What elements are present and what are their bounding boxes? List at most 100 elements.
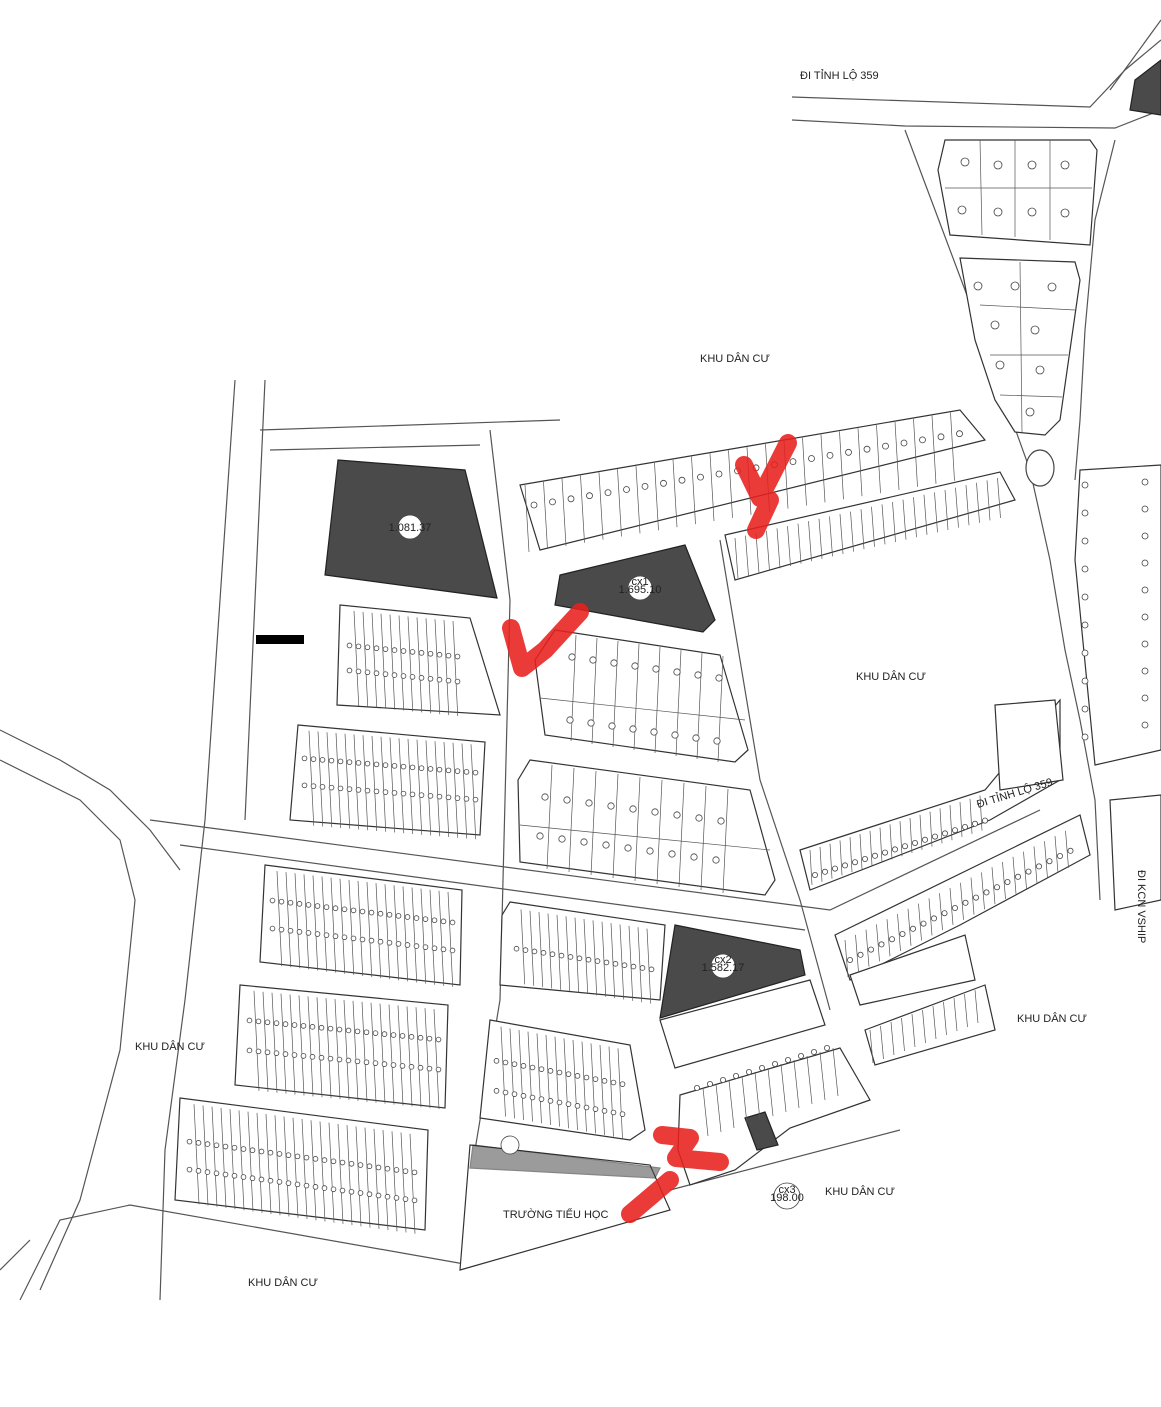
school-marker xyxy=(500,1135,520,1155)
lot-divider xyxy=(857,428,863,497)
lot-divider xyxy=(319,1121,326,1222)
lot-divider xyxy=(610,923,616,999)
tree-dot xyxy=(246,1047,253,1054)
tree-dot xyxy=(359,908,366,915)
tree-dot xyxy=(319,784,326,790)
tree-dot xyxy=(186,1138,193,1145)
lot-divider xyxy=(974,989,979,1024)
tree-dot xyxy=(339,1159,346,1166)
lot-divider xyxy=(434,741,441,837)
tree-dot xyxy=(427,675,434,682)
tree-dot xyxy=(399,1063,406,1069)
tree-dot xyxy=(772,1061,779,1068)
tree-dot xyxy=(868,946,875,953)
tree-dot xyxy=(558,835,566,843)
lot-divider xyxy=(590,1043,596,1134)
tree-dot xyxy=(393,1167,400,1173)
lot-divider xyxy=(809,849,813,886)
tree-dot xyxy=(278,898,285,905)
tree-dot xyxy=(556,1099,563,1106)
tree-dot xyxy=(377,938,384,945)
lot-divider xyxy=(617,469,622,537)
lot-divider xyxy=(890,1021,895,1056)
lot-divider xyxy=(271,992,278,1093)
lot-divider xyxy=(325,998,332,1099)
tree-dot xyxy=(404,914,411,920)
tree-dot xyxy=(1030,325,1040,335)
tree-dot xyxy=(529,1064,536,1071)
tree-dot xyxy=(1047,282,1057,292)
tree-dot xyxy=(364,787,371,794)
lot-divider xyxy=(839,513,844,555)
tree-dot xyxy=(902,843,909,850)
tree-dot xyxy=(942,830,949,837)
tree-dot xyxy=(1004,879,1011,886)
tree-dot xyxy=(341,934,348,941)
lot-divider xyxy=(907,908,912,946)
tree-dot xyxy=(583,1074,590,1081)
tree-dot xyxy=(404,942,411,948)
tree-dot xyxy=(373,788,380,795)
tree-dot xyxy=(382,671,389,677)
lot-divider xyxy=(398,615,405,711)
tree-dot xyxy=(960,157,970,167)
lot-divider xyxy=(294,873,301,969)
tree-dot xyxy=(1081,593,1089,601)
lot-divider xyxy=(371,612,378,708)
tree-dot xyxy=(287,927,294,934)
tree-dot xyxy=(402,1196,409,1202)
lot-divider xyxy=(829,516,833,557)
tree-dot xyxy=(454,678,461,685)
lot-divider xyxy=(307,996,314,1097)
tree-dot xyxy=(612,961,619,967)
lot-divider xyxy=(364,1127,371,1228)
tree-dot xyxy=(631,662,639,670)
lot-divider xyxy=(709,453,715,522)
tree-dot xyxy=(440,946,447,953)
tree-dot xyxy=(368,909,375,916)
tree-dot xyxy=(1057,853,1064,860)
lot-divider xyxy=(554,1036,560,1127)
tree-dot xyxy=(1081,565,1089,573)
lot-divider xyxy=(844,939,849,978)
tree-dot xyxy=(435,1036,442,1043)
tree-dot xyxy=(231,1144,238,1151)
tree-dot xyxy=(952,905,959,912)
lot-divider xyxy=(253,990,260,1091)
road-network xyxy=(0,19,1161,1301)
lot-divider xyxy=(881,504,886,545)
lot-divider xyxy=(407,616,414,712)
lot-divider xyxy=(691,456,696,525)
tree-dot xyxy=(300,1053,307,1059)
tree-dot xyxy=(872,852,879,859)
school-strip xyxy=(469,1144,661,1179)
tree-dot xyxy=(798,1053,805,1060)
lot-divider xyxy=(612,773,619,879)
tree-dot xyxy=(240,1174,247,1180)
tree-dot xyxy=(720,1077,727,1084)
tree-dot xyxy=(431,917,438,924)
lot-divider xyxy=(979,795,983,831)
park-cx2-area: 1.582.17 xyxy=(702,962,745,974)
lot-divider xyxy=(561,478,567,546)
lot-divider xyxy=(932,1005,937,1040)
tree-dot xyxy=(463,796,470,802)
lot-divider xyxy=(547,913,553,989)
tree-dot xyxy=(1027,207,1037,217)
tree-dot xyxy=(692,734,700,742)
lot-divider xyxy=(944,489,949,531)
tree-dot xyxy=(530,501,538,509)
park-cx1-marker xyxy=(627,575,653,601)
park-northwest-area: 1.081.37 xyxy=(389,522,432,534)
label-school: TRƯỜNG TIỂU HỌC xyxy=(503,1208,608,1221)
tree-dot xyxy=(255,1018,262,1025)
tree-dot xyxy=(264,1049,271,1056)
tree-dot xyxy=(399,1033,406,1039)
tree-dot xyxy=(565,1071,572,1077)
tree-dot xyxy=(1015,873,1022,880)
tree-dot xyxy=(314,931,321,937)
tree-dot xyxy=(346,667,353,674)
lot-divider xyxy=(675,649,682,757)
tree-dot xyxy=(296,901,303,907)
lot-divider xyxy=(628,925,634,1001)
